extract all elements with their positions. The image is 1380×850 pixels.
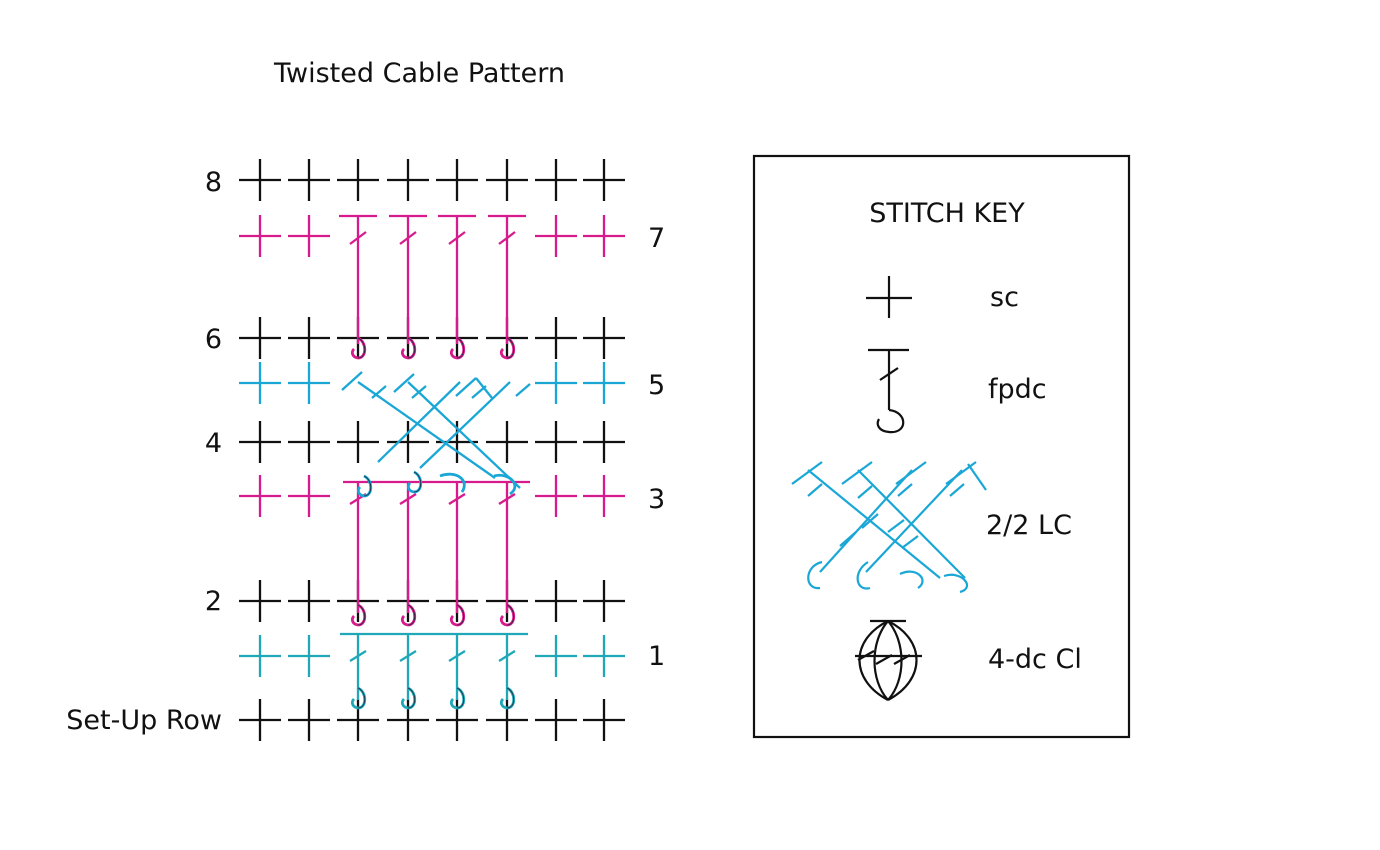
row5-cable-hook-4 [493,473,517,496]
chart-title: Twisted Cable Pattern [273,58,565,89]
row3-fpdc-hook-3-outline [506,604,515,626]
row5-cable-strand-2 [407,381,521,489]
row7-fpdc-hook-2-outline [456,337,465,359]
row5-cable-strand-4 [419,381,511,469]
stitch-key: STITCH KEY sc fpdc [752,154,1131,739]
row-label-5: 5 [648,370,665,401]
row-label-1: 1 [648,641,665,672]
row5-cable-top-1 [341,371,363,391]
row5-cable-strand-3 [377,381,461,463]
row7-fpdc-slash-1 [399,231,417,245]
row1-fpdc-slash-2 [448,650,466,662]
row1-fpdc-hook-3-outline [506,687,515,709]
row1-fpdc-hook-0-outline [357,687,366,709]
sc-icon [866,276,912,318]
row-label-4: 4 [205,428,222,459]
stitch-key-frame [752,154,1131,739]
row-label-setup: Set-Up Row [66,705,222,736]
row3-fpdc-hook-0-outline [357,604,366,626]
row7-fpdc-slash-2 [448,231,466,245]
key-label-cluster: 4-dc Cl [988,644,1082,675]
row3-fpdc-hook-2-outline [456,604,465,626]
key-label-cable: 2/2 LC [986,510,1072,541]
cluster-icon [855,619,922,701]
row5-cable-hook-3 [439,472,466,493]
row-label-6: 6 [205,324,222,355]
row1-fpdc-slash-0 [349,650,367,662]
cable-icon [791,461,987,594]
row5-cable-slash-4 [515,383,531,397]
fpdc-icon [868,348,909,434]
row7-fpdc-hook-3-outline [506,337,515,359]
row5-cable-top-2 [393,373,415,393]
row7-fpdc-hook-1-outline [407,337,416,359]
row7-fpdc-hook-0-outline [357,337,366,359]
row-label-8: 8 [205,167,222,198]
row3-fpdc-slash-1 [399,493,417,505]
row1-fpdc-hook-1-outline [407,687,416,709]
row3-fpdc-slash-3 [498,493,516,505]
row1-fpdc-slash-3 [498,650,516,662]
key-label-fpdc: fpdc [988,374,1047,405]
row5-cable-slash-1 [371,385,387,399]
row3-fpdc-slash-2 [448,493,466,505]
row-label-2: 2 [205,586,222,617]
row5-cable-strand-1 [357,381,496,479]
row1-fpdc-slash-1 [399,650,417,662]
key-label-sc: sc [990,282,1019,313]
row7-fpdc-slash-0 [349,231,367,245]
row-label-7: 7 [648,223,665,254]
row5-cable-hook-1-outline [363,475,372,497]
stitch-key-heading: STITCH KEY [869,198,1025,229]
row5-cable-slash-3 [471,385,487,399]
row1-fpdc-hook-2-outline [456,687,465,709]
row5-cable-top-3 [455,377,477,397]
row3-fpdc-hook-1-outline [407,604,416,626]
row5-cable-hook-2-outline [413,471,422,493]
stitch-grid [239,159,625,741]
row5-cable-slash-2 [411,385,427,399]
row-label-3: 3 [648,484,665,515]
row7-fpdc-slash-3 [498,231,516,245]
